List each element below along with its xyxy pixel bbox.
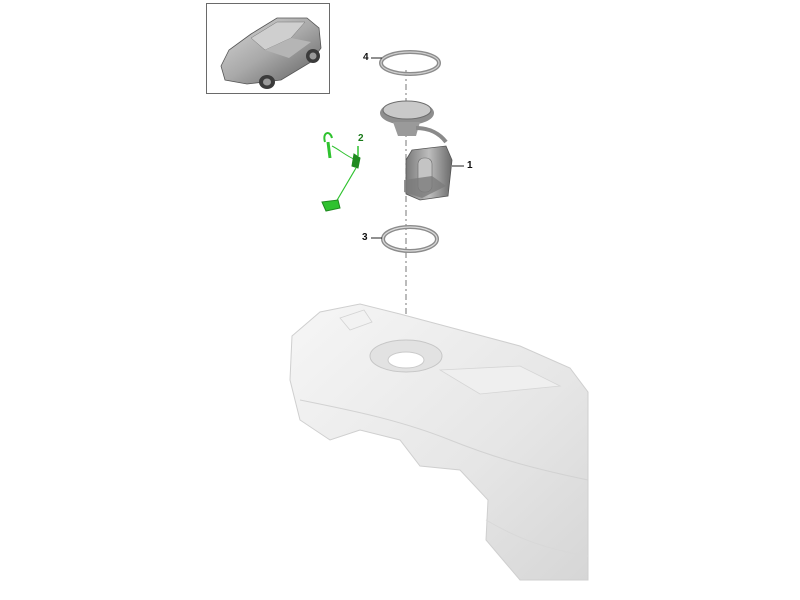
fuel-tank-part — [289, 303, 589, 581]
vehicle-thumbnail[interactable] — [206, 3, 330, 94]
locking-ring-part — [379, 50, 441, 76]
callout-4[interactable]: 4 — [363, 52, 369, 63]
fuel-pump-module-part — [404, 145, 453, 201]
seal-ring-part — [381, 225, 439, 253]
callout-3[interactable]: 3 — [362, 232, 368, 243]
pump-flange-part — [380, 100, 448, 144]
callout-2[interactable]: 2 — [358, 133, 364, 144]
car-icon — [220, 17, 322, 89]
callout-1[interactable]: 1 — [467, 160, 473, 171]
fuel-level-sender-part — [321, 132, 361, 212]
